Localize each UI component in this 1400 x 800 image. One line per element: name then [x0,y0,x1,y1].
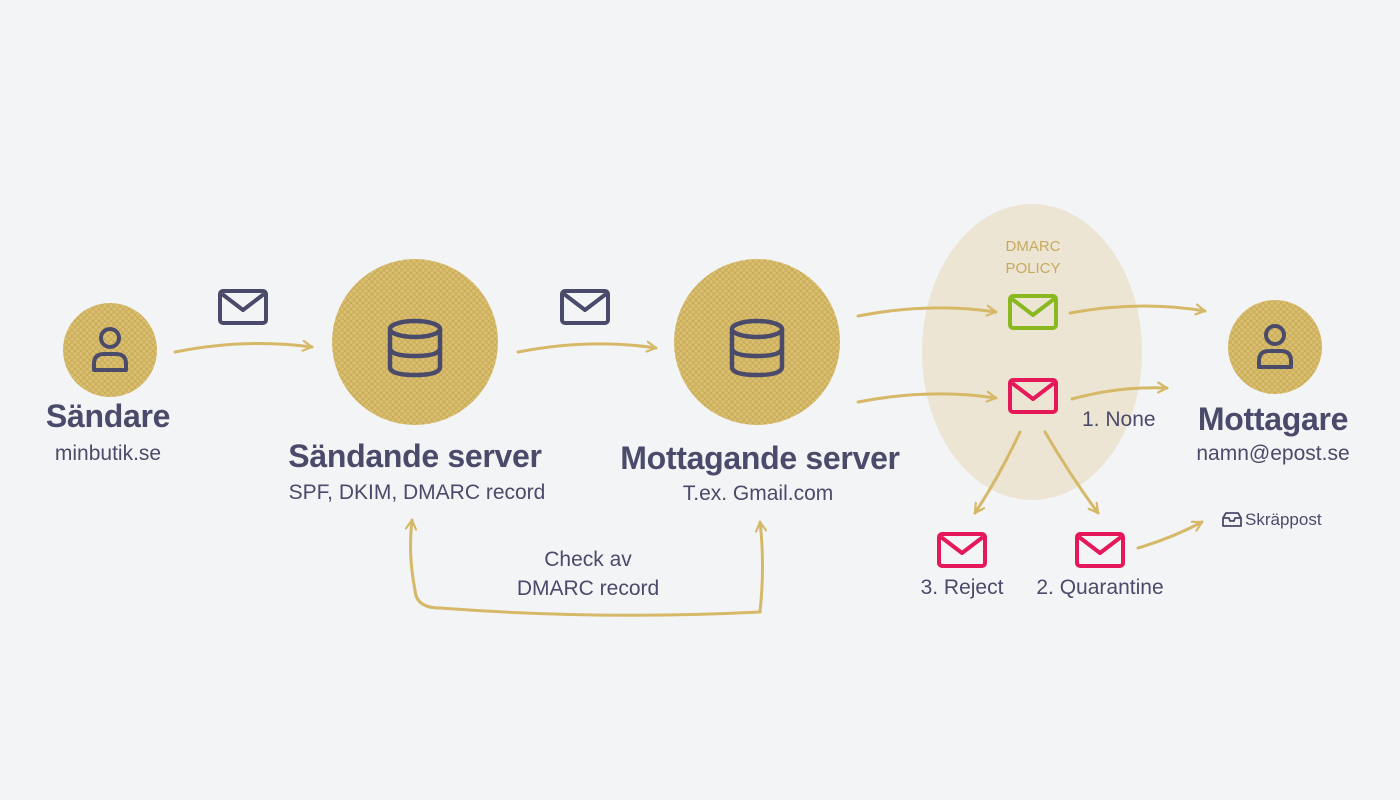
sending-server-title: Sändande server [288,438,542,474]
reject-envelope-icon [937,532,987,568]
arrow-to-fail-envelope [856,394,998,404]
sender-title: Sändare [45,398,171,434]
sender-domain: minbutik.se [54,442,162,465]
dmarc-check-line1: Check av [544,548,632,571]
arrow-sender-to-server [173,343,314,354]
sending-server-database-icon [387,318,443,378]
quarantine-envelope-icon [1075,532,1125,568]
arrow-server-to-receiving [516,344,658,354]
policy-reject-label: 3. Reject [920,576,1004,599]
sender-user-icon [92,327,128,372]
receiver-email: namn@epost.se [1196,442,1350,465]
receiving-server-example: T.ex. Gmail.com [682,482,834,505]
dmarc-check-line2: DMARC record [516,577,660,600]
sending-server-circle [332,259,498,425]
sending-server-records: SPF, DKIM, DMARC record [288,481,546,504]
arrow-dmarc-check-up-right [760,520,763,614]
policy-none-label: 1. None [1082,408,1156,431]
envelope-icon [560,289,610,325]
receiver-title: Mottagare [1197,401,1349,437]
policy-quarantine-label: 2. Quarantine [1036,576,1164,599]
arrow-none-to-receiver [1070,388,1169,401]
receiving-server-database-icon [729,318,785,378]
arrow-dmarc-check-up-left [411,518,415,592]
receiver-circle [1228,300,1322,394]
spam-folder-label: Skräppost [1245,510,1322,529]
policy-title-line1: DMARC [1005,238,1061,255]
sender-circle [63,303,157,397]
receiver-user-icon [1257,324,1293,369]
arrow-to-quarantine [1043,430,1100,515]
arrow-to-pass-envelope [856,308,998,318]
policy-title-line2: POLICY [1005,260,1061,277]
arrow-pass-to-receiver [1068,306,1207,313]
receiving-server-title: Mottagande server [620,440,900,476]
dmarc-check-connector [413,588,762,617]
policy-bubble [922,204,1142,500]
envelope-icon [218,289,268,325]
arrow-quarantine-to-spam [1136,520,1204,550]
arrow-to-reject [973,430,1022,515]
inbox-tray-icon [1222,512,1242,527]
receiving-server-circle [674,259,840,425]
